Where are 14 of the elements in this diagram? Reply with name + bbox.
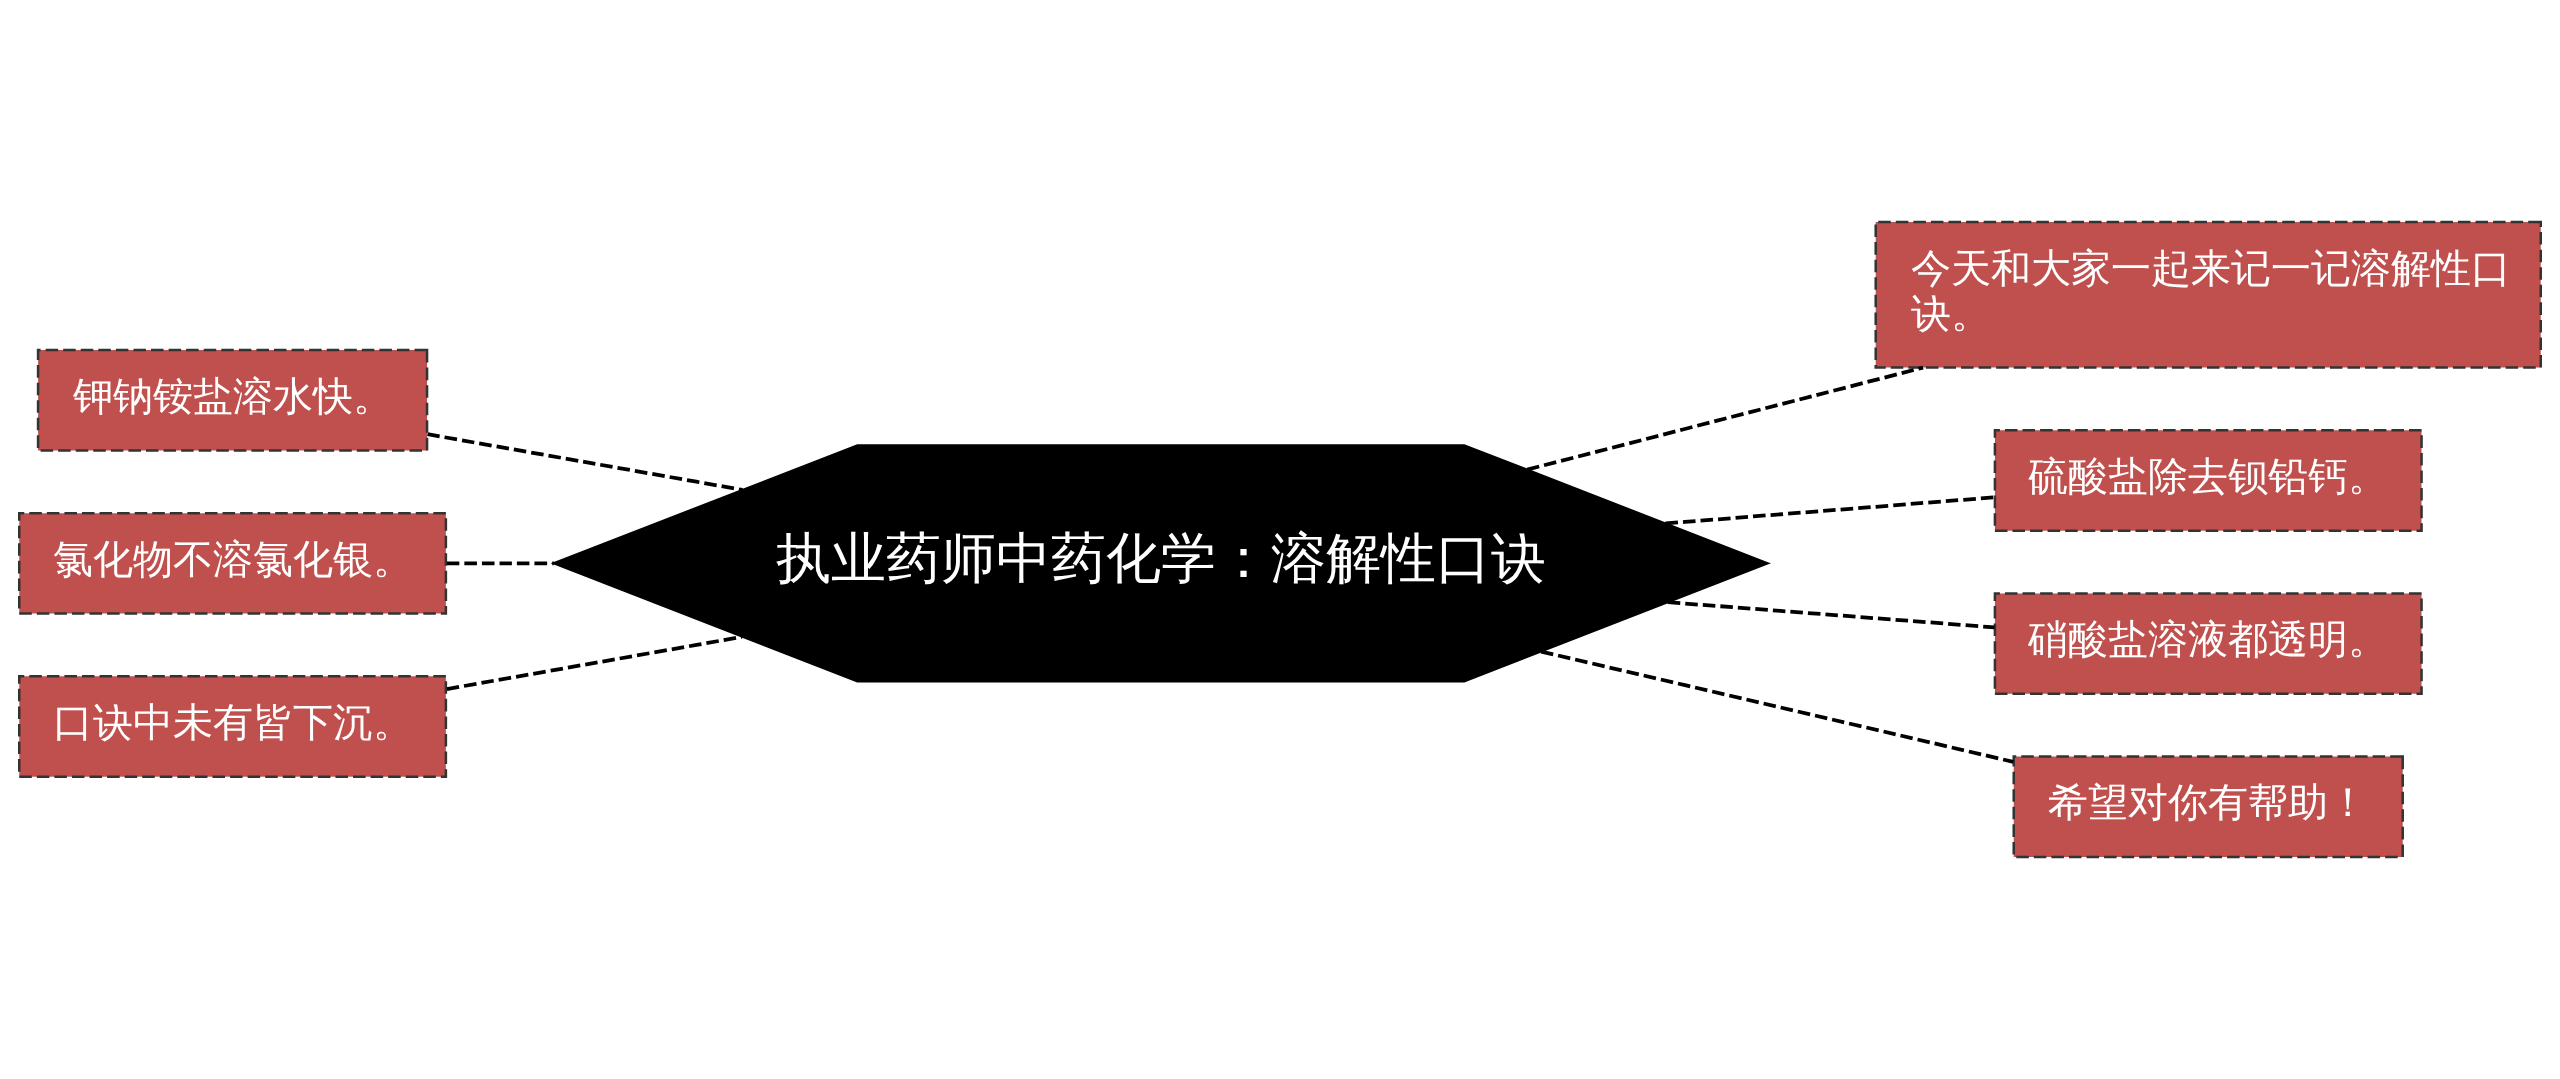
node-box: 口诀中未有皆下沉。 (18, 675, 448, 778)
node-box: 硫酸盐除去钡铅钙。 (1993, 429, 2423, 532)
connector (446, 635, 743, 691)
node-box: 硝酸盐溶液都透明。 (1993, 592, 2423, 696)
connector (446, 561, 554, 566)
connector (1667, 600, 1995, 630)
connector (1540, 649, 2014, 764)
node-box: 今天和大家一起来记一记溶解性口诀。 (1874, 220, 2542, 369)
connector (1665, 495, 1995, 526)
node-box: 钾钠铵盐溶水快。 (36, 348, 429, 452)
connector (1526, 365, 1924, 472)
node-box: 氯化物不溶氯化银。 (18, 511, 448, 615)
connector (427, 432, 743, 492)
node-box: 希望对你有帮助！ (2012, 755, 2404, 859)
